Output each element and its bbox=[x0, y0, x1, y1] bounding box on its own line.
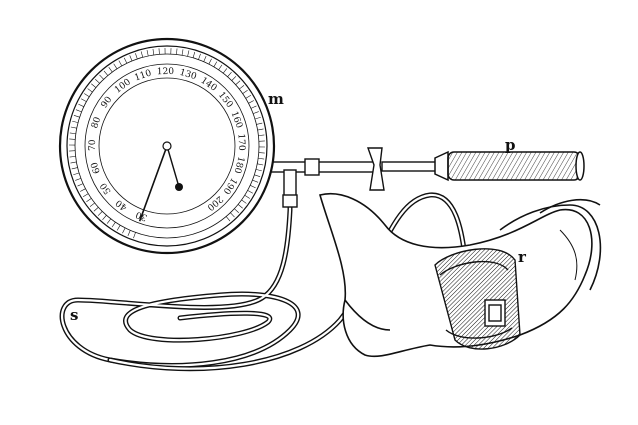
dial-tick bbox=[75, 109, 82, 113]
dial-tick bbox=[248, 100, 254, 104]
dial-tick bbox=[152, 48, 155, 55]
dial-tick bbox=[86, 198, 92, 203]
dial-tick bbox=[70, 126, 77, 129]
dial-tick bbox=[234, 208, 239, 213]
dial-tick bbox=[99, 74, 104, 80]
dial-tick bbox=[80, 188, 86, 192]
dial-tick bbox=[231, 76, 237, 81]
label-pump: p bbox=[505, 136, 516, 154]
dial-tick bbox=[69, 156, 76, 158]
dial-tick bbox=[116, 225, 121, 231]
dial-tick bbox=[122, 227, 126, 234]
dial-tick bbox=[129, 55, 133, 62]
dial-tick bbox=[77, 183, 84, 187]
dial-tick bbox=[198, 53, 201, 60]
dial-tick bbox=[181, 49, 184, 56]
dial-tick bbox=[102, 215, 107, 220]
dial-tick bbox=[254, 116, 261, 120]
dial-tick bbox=[146, 49, 149, 56]
dial-tick bbox=[71, 167, 78, 170]
dial-tick bbox=[176, 48, 178, 55]
dial-tick bbox=[242, 89, 248, 94]
dial-tick bbox=[108, 67, 113, 73]
dial-tick bbox=[245, 95, 252, 99]
dial-tick bbox=[222, 68, 228, 74]
dial-number: 180 bbox=[231, 155, 245, 174]
dial-tick bbox=[257, 163, 264, 166]
dial-number: 70 bbox=[88, 139, 98, 151]
dial-tick bbox=[113, 63, 118, 69]
dial-tick bbox=[187, 50, 190, 57]
dial-tick bbox=[192, 51, 196, 58]
dial-tick bbox=[230, 212, 235, 218]
pump bbox=[434, 150, 585, 182]
dial-tick bbox=[213, 61, 218, 67]
manometer-gauge: 3040506070809010011012013014015016017018… bbox=[58, 37, 276, 255]
dial-tick bbox=[127, 230, 131, 236]
label-tube: s bbox=[70, 306, 78, 324]
dial-tick bbox=[73, 172, 80, 176]
dial-tick bbox=[93, 207, 99, 212]
dial-tick bbox=[253, 111, 259, 114]
dial-tick bbox=[72, 120, 79, 123]
dial-tick bbox=[218, 64, 223, 71]
dial-number: 80 bbox=[90, 116, 103, 130]
dial-tick bbox=[140, 51, 144, 58]
needle-pivot-icon bbox=[162, 141, 172, 151]
dial-tick bbox=[239, 85, 245, 90]
dial-number: 170 bbox=[235, 133, 246, 151]
dial-tick bbox=[70, 161, 77, 164]
dial-tick bbox=[69, 132, 76, 135]
dial-tick bbox=[258, 157, 265, 160]
label-cuff: r bbox=[518, 248, 527, 266]
dial-number: 120 bbox=[157, 67, 175, 77]
dial-tick bbox=[75, 178, 81, 181]
dial-tick bbox=[227, 72, 232, 77]
dial-tick bbox=[73, 115, 80, 118]
label-manometer: m bbox=[268, 90, 284, 108]
dial-tick bbox=[135, 53, 138, 60]
dial-tick bbox=[91, 83, 97, 88]
dial-tick bbox=[250, 105, 257, 109]
dial-tick bbox=[84, 93, 90, 98]
dial-tick bbox=[106, 218, 112, 224]
dial-number: 60 bbox=[90, 161, 103, 175]
dial-tick bbox=[250, 185, 256, 189]
dial-tick bbox=[133, 232, 136, 239]
dial-ticks bbox=[69, 48, 265, 239]
arm-cuff bbox=[434, 248, 521, 350]
dial-tick bbox=[78, 103, 84, 107]
dial-tick bbox=[247, 190, 254, 194]
dial-tick bbox=[97, 211, 103, 216]
dial-tick bbox=[103, 70, 109, 76]
gauge-needle bbox=[138, 145, 168, 222]
dial-tick bbox=[123, 57, 128, 64]
dial-tick bbox=[203, 56, 207, 62]
dial-tick bbox=[256, 122, 263, 125]
dial-tick bbox=[225, 216, 231, 222]
dial-tick bbox=[254, 174, 261, 177]
dial-tick bbox=[118, 60, 123, 67]
dial-tick bbox=[87, 88, 93, 93]
dial-tick bbox=[241, 199, 247, 204]
dial-tick bbox=[82, 193, 89, 197]
dial-tick bbox=[80, 98, 87, 102]
dial-tick bbox=[237, 204, 243, 209]
dial-tick bbox=[208, 58, 212, 65]
dial-tick bbox=[255, 169, 262, 172]
dial-tick bbox=[252, 179, 259, 183]
dial-tick bbox=[89, 202, 95, 207]
dial-tick bbox=[235, 80, 241, 85]
dial-tick bbox=[257, 128, 264, 131]
dial-number: 130 bbox=[178, 68, 198, 83]
dial-tick bbox=[244, 194, 250, 199]
dial-tick bbox=[111, 221, 116, 228]
dial-tick bbox=[258, 134, 265, 136]
dial-tick bbox=[95, 79, 100, 84]
